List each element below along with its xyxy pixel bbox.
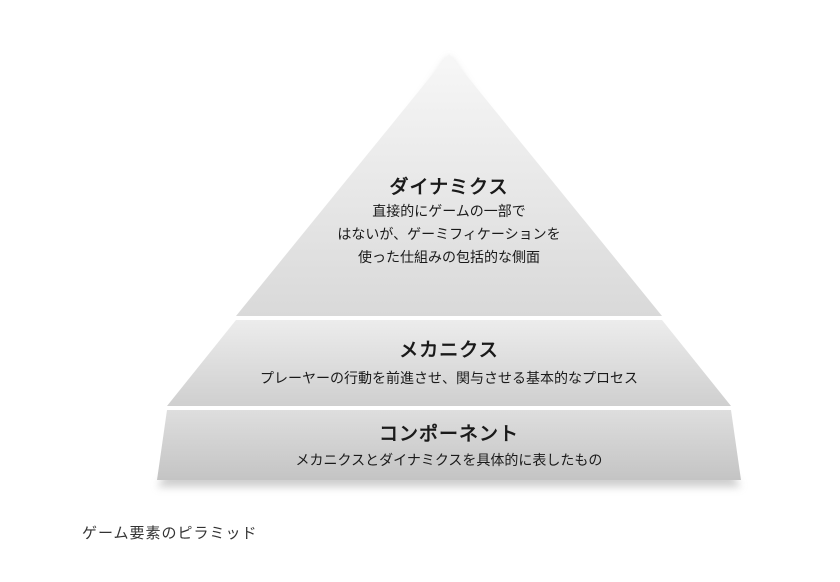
tier-mechanics: メカニクス プレーヤーの行動を前進させ、関与させる基本的なプロセス	[200, 335, 698, 391]
tier-dynamics-description: 直接的にゲームの一部で はないが、ゲーミフィケーションを 使った仕組みの包括的な…	[300, 201, 598, 270]
tier-dynamics-shape	[236, 54, 662, 316]
description-line: プレーヤーの行動を前進させ、関与させる基本的なプロセス	[260, 371, 638, 387]
tier-components-description: メカニクスとダイナミクスを具体的に表したもの	[180, 450, 718, 473]
tier-components-title: コンポーネント	[378, 423, 519, 445]
tier-dynamics: ダイナミクス 直接的にゲームの一部で はないが、ゲーミフィケーションを 使った仕…	[300, 172, 598, 270]
description-line: 直接的にゲームの一部で	[372, 204, 526, 220]
tier-mechanics-description: プレーヤーの行動を前進させ、関与させる基本的なプロセス	[200, 368, 698, 391]
description-line: 使った仕組みの包括的な側面	[358, 250, 540, 266]
tier-mechanics-title: メカニクス	[399, 339, 499, 361]
tier-dynamics-title: ダイナミクス	[389, 176, 509, 198]
description-line: はないが、ゲーミフィケーションを	[337, 227, 561, 243]
tier-mechanics-shape	[167, 320, 731, 406]
tier-components-shape	[157, 410, 741, 480]
figure-caption: ゲーム要素のピラミッド	[82, 524, 258, 542]
description-line: メカニクスとダイナミクスを具体的に表したもの	[295, 453, 603, 469]
tier-components: コンポーネント メカニクスとダイナミクスを具体的に表したもの	[180, 419, 718, 473]
